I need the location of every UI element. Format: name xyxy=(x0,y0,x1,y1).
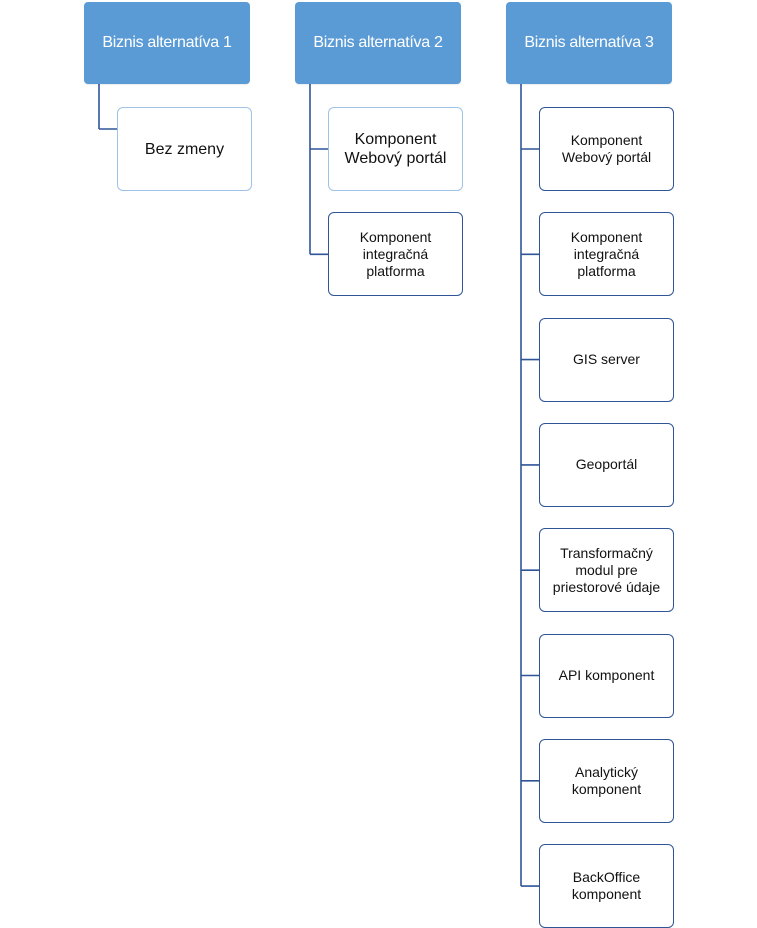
child-box: Geoportál xyxy=(539,422,674,507)
child-box: Komponent Webový portál xyxy=(539,107,674,191)
child-box: Bez zmeny xyxy=(117,107,252,191)
child-box: Komponent integračná platforma xyxy=(539,212,674,297)
child-box: API komponent xyxy=(539,633,674,718)
child-box: GIS server xyxy=(539,317,674,402)
child-box: BackOffice komponent xyxy=(539,844,674,928)
child-box: Komponent integračná platforma xyxy=(328,212,463,297)
group-header-3: Biznis alternatíva 3 xyxy=(506,2,672,84)
child-box: Transformačný modul pre priestorové údaj… xyxy=(539,528,674,613)
group-header-2: Biznis alternatíva 2 xyxy=(295,2,461,84)
group-header-1: Biznis alternatíva 1 xyxy=(84,2,250,84)
child-box: Analytický komponent xyxy=(539,738,674,823)
child-box: Komponent Webový portál xyxy=(328,107,463,191)
